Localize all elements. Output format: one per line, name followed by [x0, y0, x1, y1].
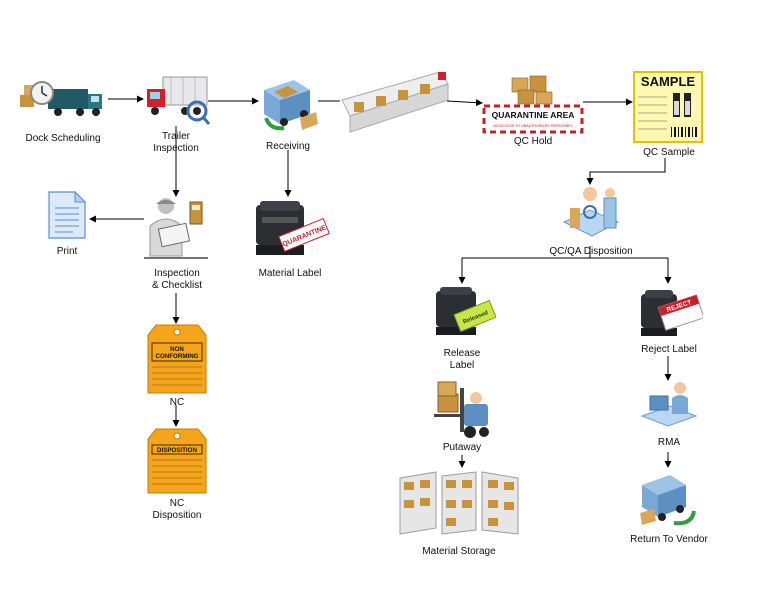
- dock-bay-icon: [341, 71, 449, 133]
- rma-workstation-icon: [640, 382, 698, 427]
- return-truck-icon: [640, 475, 696, 526]
- step-qc-sample-label: QC Sample: [643, 147, 695, 158]
- step-qc-qa-disposition-label: QC/QA Disposition: [549, 246, 633, 257]
- disposition-text: DISPOSITION: [157, 447, 197, 454]
- step-reject-label-label: Reject Label: [641, 344, 697, 355]
- step-print-label: Print: [56, 246, 78, 257]
- step-return-to-vendor-label: Return To Vendor: [630, 534, 708, 545]
- step-dock-scheduling-label: Dock Scheduling: [25, 133, 101, 144]
- step-release-label-label: Release Label: [443, 348, 481, 371]
- label-printer-quarantine-icon: QUARANTINE: [256, 201, 330, 255]
- quarantine-area-subtext: NO ACCESS TO UNAUTHORIZED PERSONNEL: [493, 124, 573, 128]
- arrow-area-to-qchold: [446, 99, 483, 107]
- step-inspection-checklist-label: Inspection & Checklist: [151, 268, 202, 291]
- quarantine-area-text: QUARANTINE AREA: [492, 110, 575, 120]
- trailer-inspection-icon: [147, 76, 211, 125]
- document-icon: [48, 190, 87, 239]
- inspector-icon: [144, 198, 208, 259]
- forklift-icon: [434, 381, 489, 438]
- sample-text: SAMPLE: [641, 74, 696, 89]
- step-trailer-inspection-label: Trailer Inspection: [153, 131, 199, 154]
- step-putaway-label: Putaway: [442, 442, 482, 453]
- receiving-icon: [264, 80, 318, 131]
- step-material-label-label: Material Label: [258, 268, 322, 279]
- warehouse-racks-icon: [399, 471, 519, 535]
- disposition-tag-icon: DISPOSITION: [147, 428, 207, 494]
- step-rma-label: RMA: [657, 437, 681, 448]
- arrow-disposition-to-release: [462, 257, 668, 283]
- dock-scheduling-icon: [20, 81, 102, 116]
- non-conforming-text-2: CONFORMING: [156, 353, 199, 360]
- step-nc-disposition-label: NC Disposition: [152, 498, 202, 521]
- non-conforming-text-1: NON: [170, 346, 184, 353]
- step-qc-hold-label: QC Hold: [513, 136, 553, 147]
- qc-sample-icon: SAMPLE: [633, 71, 703, 143]
- qc-hold-icon: QUARANTINE AREA NO ACCESS TO UNAUTHORIZE…: [482, 75, 584, 134]
- release-label-printer-icon: Released: [436, 287, 496, 335]
- reject-label-printer-icon: REJECT: [641, 290, 703, 336]
- qa-disposition-icon: [562, 187, 620, 237]
- step-material-storage-label: Material Storage: [422, 546, 496, 557]
- step-receiving-label: Receiving: [266, 141, 310, 152]
- step-nc-label: NC: [169, 397, 185, 408]
- non-conforming-tag-icon: NON CONFORMING: [147, 324, 207, 394]
- arrow-sample-to-disposition: [586, 158, 666, 185]
